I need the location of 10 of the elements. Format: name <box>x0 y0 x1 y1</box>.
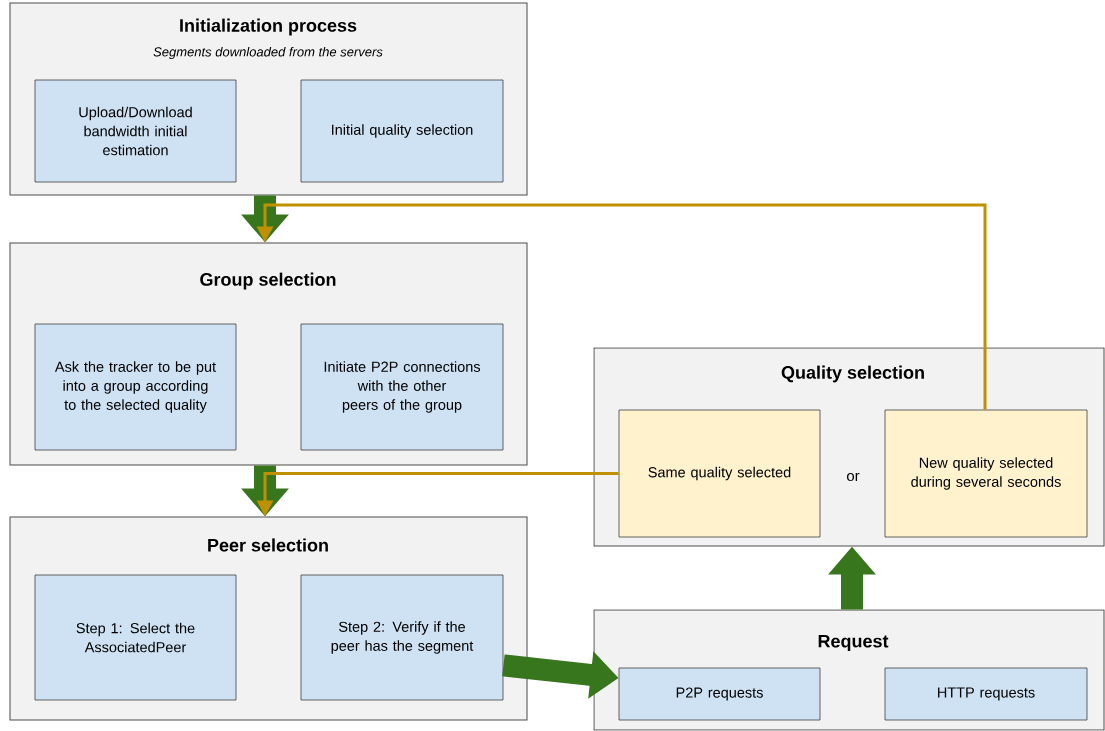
step-box: P2P requests <box>618 667 821 721</box>
step-box: Ask the tracker to be put into a group according to the selected quality <box>34 323 237 451</box>
step-box: Initiate P2P connections with the other peers of the group <box>300 323 504 451</box>
step-box: HTTP requests <box>884 667 1088 721</box>
option-box: Same quality selected <box>618 409 821 538</box>
step-box: Upload/Download bandwidth initial estimation <box>34 79 237 183</box>
step-box: Step 2: Verify if the peer has the segment <box>300 574 504 701</box>
step-box: Step 1: Select the AssociatedPeer <box>34 574 237 701</box>
step-box: Initial quality selection <box>300 79 504 183</box>
option-box: New quality selected during several seconds <box>884 409 1088 538</box>
